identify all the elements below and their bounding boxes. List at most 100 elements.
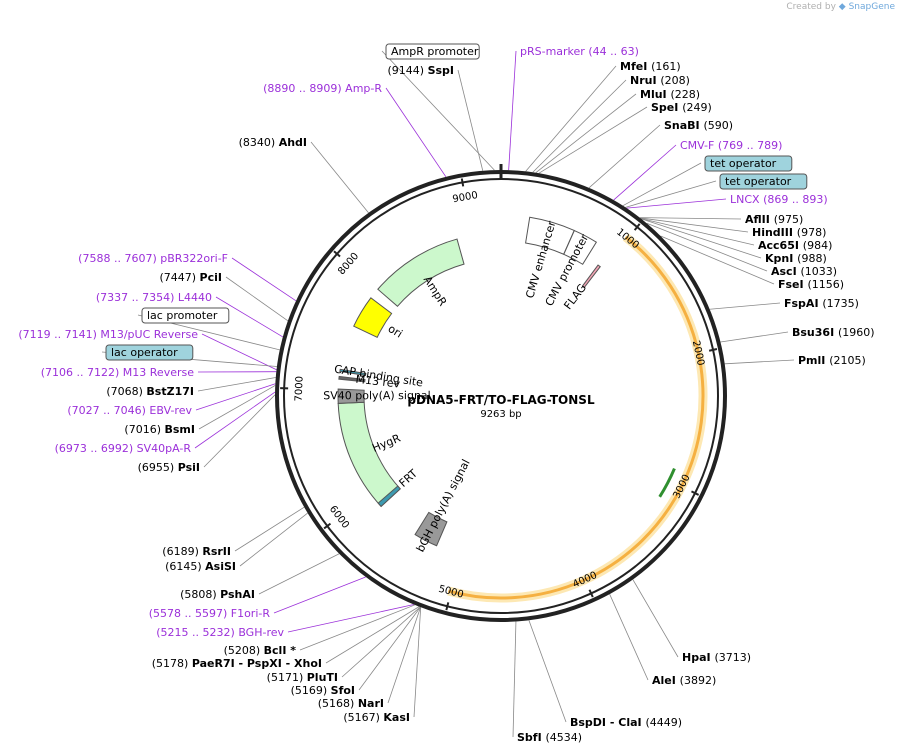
label-nrui[interactable]: NruI (208) bbox=[630, 74, 690, 87]
label-l4440[interactable]: (7337 .. 7354) L4440 bbox=[96, 291, 212, 304]
label-ebv-rev[interactable]: (7027 .. 7046) EBV-rev bbox=[67, 404, 192, 417]
label-sbfi[interactable]: SbfI (4534) bbox=[517, 731, 582, 744]
leader-fspai bbox=[709, 302, 781, 310]
site-position: (5808) bbox=[180, 588, 220, 601]
scale-tick-4000 bbox=[588, 589, 594, 598]
label-bsmi[interactable]: (7016) BsmI bbox=[124, 423, 195, 436]
label-text: MluI (228) bbox=[640, 88, 700, 101]
label-tet-operator[interactable]: tet operator bbox=[704, 155, 793, 172]
label-text: CMV-F (769 .. 789) bbox=[680, 139, 782, 152]
label-hindiii[interactable]: HindIII (978) bbox=[752, 226, 826, 239]
label-hpai[interactable]: HpaI (3713) bbox=[682, 651, 751, 664]
label-pluti[interactable]: (5171) PluTI bbox=[267, 671, 338, 684]
site-name: PshAI bbox=[220, 588, 255, 601]
site-name: NarI bbox=[358, 697, 384, 710]
label-prs-marker[interactable]: pRS-marker (44 .. 63) bbox=[520, 45, 639, 58]
label-tet-operator[interactable]: tet operator bbox=[719, 173, 808, 190]
label-paer7i-pspxi-xhoi[interactable]: (5178) PaeR7I - PspXI - XhoI bbox=[152, 657, 322, 670]
label-text: (7337 .. 7354) L4440 bbox=[96, 291, 212, 304]
feature-orf-outer-arc[interactable] bbox=[447, 235, 705, 600]
label-ampr-promoter[interactable]: AmpR promoter bbox=[385, 43, 480, 60]
feature-bgh-poly-a-signal[interactable] bbox=[414, 511, 448, 547]
label-text: HindIII (978) bbox=[752, 226, 826, 239]
scale-tick-label-5000: 5000 bbox=[437, 584, 464, 601]
feature-hygr[interactable] bbox=[337, 401, 401, 508]
label-bcli[interactable]: (5208) BclI * bbox=[224, 644, 297, 657]
label-lncx[interactable]: LNCX (869 .. 893) bbox=[730, 193, 828, 206]
label-sfoi[interactable]: (5169) SfoI bbox=[291, 684, 355, 697]
label-bspdi-clai[interactable]: BspDI - ClaI (4449) bbox=[570, 716, 682, 729]
label-bstz17i[interactable]: (7068) BstZ17I bbox=[106, 385, 194, 398]
label-m13-puc-reverse[interactable]: (7119 .. 7141) M13/pUC Reverse bbox=[18, 328, 198, 341]
label-cmv-f[interactable]: CMV-F (769 .. 789) bbox=[680, 139, 782, 152]
label-asci[interactable]: AscI (1033) bbox=[771, 265, 837, 278]
label-fspai[interactable]: FspAI (1735) bbox=[784, 297, 859, 310]
label-pmli[interactable]: PmlI (2105) bbox=[798, 354, 866, 367]
leader-ahdi bbox=[310, 141, 369, 214]
site-position: (5208) bbox=[224, 644, 264, 657]
feature-orf-inner-arrow[interactable] bbox=[658, 467, 676, 498]
label-m13-reverse[interactable]: (7106 .. 7122) M13 Reverse bbox=[41, 366, 194, 379]
leader-bspdi-clai bbox=[528, 620, 567, 723]
scale-tick-1000 bbox=[633, 223, 641, 231]
label-kasi[interactable]: (5167) KasI bbox=[343, 711, 410, 724]
feature-flag[interactable] bbox=[581, 264, 601, 289]
feature-m13-rev[interactable] bbox=[338, 375, 366, 383]
feature-ampr-label: AmpR bbox=[421, 274, 450, 309]
scale-tick-9000 bbox=[460, 178, 465, 187]
feature-cap-binding-site[interactable] bbox=[339, 368, 367, 376]
feature-sv40-poly-a-signal-label: SV40 poly(A) signal bbox=[323, 389, 430, 402]
site-position: (1156) bbox=[807, 278, 844, 291]
label-lac-operator[interactable]: lac operator bbox=[105, 344, 194, 361]
label-lac-promoter[interactable]: lac promoter bbox=[141, 307, 230, 324]
label-mlui[interactable]: MluI (228) bbox=[640, 88, 700, 101]
scale-tick-label-2000: 2000 bbox=[690, 340, 706, 367]
feature-ori[interactable] bbox=[353, 297, 393, 338]
label-sv40pa-r[interactable]: (6973 .. 6992) SV40pA-R bbox=[55, 442, 192, 455]
feature-hygr-label: HygR bbox=[370, 431, 402, 454]
label-fsei[interactable]: FseI (1156) bbox=[778, 278, 844, 291]
label-text: MfeI (161) bbox=[620, 60, 681, 73]
site-name: SnaBI bbox=[664, 119, 703, 132]
label-text: pRS-marker (44 .. 63) bbox=[520, 45, 639, 58]
label-psii[interactable]: (6955) PsiI bbox=[138, 461, 200, 474]
label-pcii[interactable]: (7447) PciI bbox=[159, 271, 222, 284]
label-text: SbfI (4534) bbox=[517, 731, 582, 744]
label-box-text: tet operator bbox=[710, 157, 777, 170]
primer-position: (5578 .. 5597) F1ori-R bbox=[149, 607, 271, 620]
label-asisi[interactable]: (6145) AsiSI bbox=[165, 560, 236, 573]
label-spei[interactable]: SpeI (249) bbox=[651, 101, 712, 114]
label-pbr322ori-f[interactable]: (7588 .. 7607) pBR322ori-F bbox=[78, 252, 228, 265]
site-position: (5169) bbox=[291, 684, 331, 697]
primer-position: (7027 .. 7046) EBV-rev bbox=[67, 404, 192, 417]
feature-cmv-promoter[interactable] bbox=[563, 229, 598, 265]
label-f1ori-r[interactable]: (5578 .. 5597) F1ori-R bbox=[149, 607, 271, 620]
label-nari[interactable]: (5168) NarI bbox=[318, 697, 384, 710]
label-bgh-rev[interactable]: (5215 .. 5232) BGH-rev bbox=[156, 626, 284, 639]
feature-ampr[interactable] bbox=[377, 238, 465, 307]
label-text: FspAI (1735) bbox=[784, 297, 859, 310]
site-name: BclI * bbox=[264, 644, 297, 657]
label-mfei[interactable]: MfeI (161) bbox=[620, 60, 681, 73]
label-amp-r[interactable]: (8890 .. 8909) Amp-R bbox=[263, 82, 382, 95]
label-sspi[interactable]: (9144) SspI bbox=[387, 64, 454, 77]
site-name: AhdI bbox=[279, 136, 307, 149]
site-position: (5178) bbox=[152, 657, 192, 670]
feature-frt[interactable] bbox=[377, 485, 401, 508]
label-pshai[interactable]: (5808) PshAI bbox=[180, 588, 255, 601]
label-ahdi[interactable]: (8340) AhdI bbox=[239, 136, 307, 149]
label-aflii[interactable]: AflII (975) bbox=[745, 213, 803, 226]
label-text: SnaBI (590) bbox=[664, 119, 733, 132]
leader-lncx bbox=[626, 198, 727, 209]
site-position: (3713) bbox=[714, 651, 751, 664]
label-bsu36i[interactable]: Bsu36I (1960) bbox=[792, 326, 875, 339]
leader-bsmi bbox=[198, 385, 276, 430]
label-kpni[interactable]: KpnI (988) bbox=[765, 252, 827, 265]
feature-sv40-poly-a-signal[interactable] bbox=[337, 388, 365, 404]
label-alei[interactable]: AleI (3892) bbox=[652, 674, 716, 687]
label-acc65i[interactable]: Acc65I (984) bbox=[758, 239, 832, 252]
label-rsrii[interactable]: (6189) RsrII bbox=[162, 545, 231, 558]
label-text: (7588 .. 7607) pBR322ori-F bbox=[78, 252, 228, 265]
scale-tick-3000 bbox=[691, 490, 700, 496]
label-snabi[interactable]: SnaBI (590) bbox=[664, 119, 733, 132]
